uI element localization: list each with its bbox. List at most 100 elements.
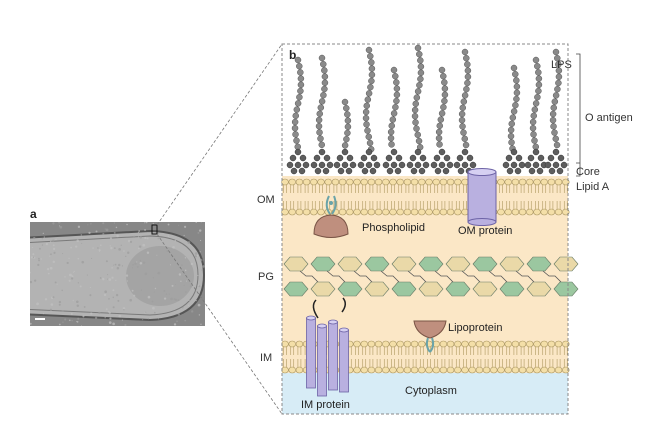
core-sugar (456, 154, 464, 162)
tem-grain-dot (178, 273, 182, 276)
om-protein-top (467, 168, 497, 176)
tem-grain-dot (38, 259, 40, 262)
tem-grain-dot (189, 285, 193, 288)
lipid-head (310, 178, 318, 186)
o-antigen-sugar (508, 120, 516, 128)
tem-grain-dot (131, 289, 134, 292)
lipid-tail (470, 359, 475, 367)
lipid-tail (340, 201, 345, 209)
lipid-tail (355, 347, 359, 355)
tem-grain-dot (105, 228, 109, 232)
zoom-line-top (156, 43, 283, 226)
tem-grain-dot (146, 237, 149, 240)
o-antigen-sugar (411, 112, 419, 120)
tem-grain-dot (49, 308, 53, 312)
tem-grain-dot (118, 248, 121, 251)
lipid-head (511, 366, 520, 374)
o-antigen-sugar (417, 57, 424, 64)
tem-grain-dot (144, 272, 148, 276)
lipid-head (396, 208, 404, 216)
lipid-tail (355, 185, 359, 193)
tem-grain-dot (54, 281, 57, 284)
lipid-head (533, 366, 541, 374)
transmembrane-helix (328, 321, 338, 391)
o-antigen-sugar (392, 103, 399, 111)
helix-top (339, 327, 349, 333)
lipid-tail (290, 185, 295, 193)
lipid-tail (542, 201, 547, 209)
o-antigen-sugar (464, 61, 471, 68)
lipid-tail (376, 201, 381, 209)
core-sugar (314, 167, 322, 175)
lipid-tail (333, 201, 338, 209)
tem-grain-dot (166, 249, 169, 253)
tem-grain-dot (142, 319, 144, 321)
o-antigen-sugar (461, 92, 469, 99)
tem-grain-dot (80, 234, 82, 236)
lipid-head (562, 366, 570, 374)
tem-grain-dot (146, 251, 150, 254)
tem-grain-dot (200, 222, 202, 224)
lipid-head (490, 340, 498, 348)
tem-grain-dot (90, 312, 93, 315)
lipid-tail (527, 201, 532, 209)
core-sugar (310, 161, 318, 169)
o-antigen-sugar (367, 52, 374, 60)
lipid-tail (535, 201, 539, 209)
o-antigen-sugar (463, 54, 470, 62)
o-antigen-sugar (530, 131, 537, 138)
tem-grain-dot (72, 299, 74, 302)
tem-grain-dot (147, 317, 150, 320)
tem-grain-dot (106, 274, 109, 276)
tem-grain-dot (202, 265, 205, 268)
core-sugar (418, 167, 426, 175)
tem-grain-dot (185, 280, 188, 282)
o-antigen-sugar (535, 87, 542, 95)
tem-grain-dot (111, 267, 113, 269)
tem-grain-dot (173, 323, 177, 326)
tem-grain-dot (194, 255, 198, 258)
tem-grain-dot (198, 285, 201, 288)
core-sugar (560, 161, 568, 169)
tem-grain-dot (58, 225, 61, 227)
core-sugar (386, 167, 394, 175)
tem-grain-dot (62, 321, 64, 323)
tem-grain-dot (68, 279, 71, 282)
tem-grain-dot (140, 289, 143, 291)
lipid-head (526, 208, 534, 216)
tem-grain-dot (98, 249, 101, 252)
core-sugar (398, 161, 406, 169)
lipid-tail (376, 359, 381, 367)
tem-grain-dot (163, 290, 166, 292)
lipid-tail (542, 347, 547, 355)
core-sugar (461, 148, 469, 156)
tem-grain-dot (183, 284, 185, 286)
tem-grain-dot (50, 303, 54, 306)
lipid-tail (434, 359, 439, 367)
lps-chains (286, 44, 568, 175)
lipid-tail (369, 201, 374, 209)
o-antigen-sugar (320, 60, 327, 68)
tem-grain-dot (45, 242, 49, 246)
core-sugar (333, 161, 341, 169)
lipoprotein-label: Lipoprotein (448, 322, 502, 334)
lipid-tail (455, 347, 460, 355)
o-antigen-sugar (321, 67, 328, 74)
tem-grain-dot (116, 266, 120, 270)
lipid-tail (448, 359, 453, 367)
tem-grain-dot (76, 321, 79, 323)
tem-grain-dot (171, 284, 174, 287)
tem-grain-dot (199, 239, 202, 242)
tem-grain-dot (136, 261, 138, 263)
lipid-tail (549, 347, 554, 355)
transmembrane-helix (317, 325, 327, 397)
o-antigen-sugar (368, 77, 375, 85)
lipid-head (482, 340, 491, 348)
core-sugar (438, 161, 446, 169)
o-antigen-sugar (364, 96, 372, 103)
o-antigen-sugar (318, 54, 326, 62)
glycan-sugar (472, 256, 498, 272)
lipoprotein-anchor (425, 337, 435, 353)
tem-grain-dot (107, 278, 109, 280)
tem-grain-dot (30, 271, 31, 274)
